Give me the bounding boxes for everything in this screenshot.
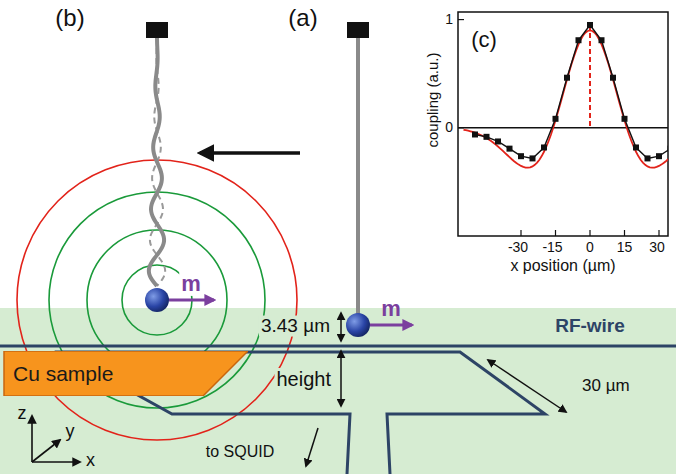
dimension-label: 30 µm	[580, 377, 632, 396]
magnet-sphere	[145, 288, 169, 312]
magnet-sphere	[346, 313, 370, 337]
data-point	[507, 146, 513, 152]
tick	[520, 230, 521, 236]
tick	[458, 127, 464, 128]
data-point	[599, 37, 605, 43]
axis-label: x	[86, 451, 95, 471]
height-label: height	[275, 368, 334, 390]
oscillating-cantilever	[149, 38, 165, 286]
tick-label: 1	[445, 12, 453, 27]
wire-label: RF-wire	[555, 316, 625, 337]
width-dimension	[488, 360, 566, 412]
data-point	[645, 155, 651, 161]
axis-title: coupling (a.u.)	[425, 52, 442, 147]
cantilever	[149, 38, 164, 286]
center-marker	[589, 25, 591, 128]
sample-label: Cu sample	[10, 362, 116, 385]
moment-label: m	[381, 297, 401, 321]
cantilever	[356, 38, 360, 314]
data-point	[576, 37, 582, 43]
data-point	[495, 138, 501, 144]
height-dimension	[340, 351, 342, 406]
tick-label: 0	[586, 240, 594, 255]
distance-dimension	[340, 313, 342, 341]
tick-label: 15	[617, 240, 633, 255]
data-point	[668, 146, 669, 152]
panel-label: (c)	[471, 28, 497, 52]
tick	[555, 230, 556, 236]
data-point	[541, 144, 547, 150]
data-curve	[475, 25, 668, 158]
data-point	[518, 153, 524, 159]
sample-block: Cu sample	[0, 351, 248, 396]
data-point	[553, 116, 559, 122]
moment-label: m	[179, 272, 203, 296]
panel-label: (b)	[55, 5, 84, 31]
moment-arrow	[169, 299, 214, 302]
tick-label: 0	[445, 120, 453, 135]
data-point	[610, 75, 616, 81]
data-point	[530, 155, 536, 161]
sample-shape	[4, 351, 248, 396]
data-point	[656, 153, 662, 159]
squid-arrow	[306, 428, 318, 466]
data-point	[564, 75, 570, 81]
panel-label: (a)	[288, 5, 317, 31]
cantilever-mount	[146, 22, 168, 38]
tick	[589, 230, 590, 236]
motion-arrow	[200, 151, 300, 155]
coupling-plot	[458, 12, 674, 236]
signal-label: to SQUID	[206, 443, 274, 461]
substrate-band	[0, 308, 676, 474]
tick	[458, 19, 464, 20]
data-point	[472, 131, 478, 137]
tick	[624, 230, 625, 236]
coordinate-axes	[32, 416, 80, 462]
moment-arrow	[370, 324, 412, 327]
axis-label: y	[66, 422, 75, 442]
data-point	[587, 22, 593, 28]
field-circles	[17, 160, 297, 440]
data-point	[484, 134, 490, 140]
axis-title: x position (µm)	[510, 257, 615, 275]
tick-label: 30	[649, 240, 665, 255]
data-point	[633, 144, 639, 150]
cantilever-mount	[347, 22, 369, 38]
distance-label: 3.43 µm	[259, 316, 332, 337]
zero-line	[458, 127, 668, 129]
tick	[658, 230, 659, 236]
tick-label: -30	[508, 240, 528, 255]
axis-label: z	[18, 404, 27, 424]
data-point	[622, 116, 628, 122]
rf-wire	[0, 345, 676, 348]
tick-label: -15	[542, 240, 562, 255]
